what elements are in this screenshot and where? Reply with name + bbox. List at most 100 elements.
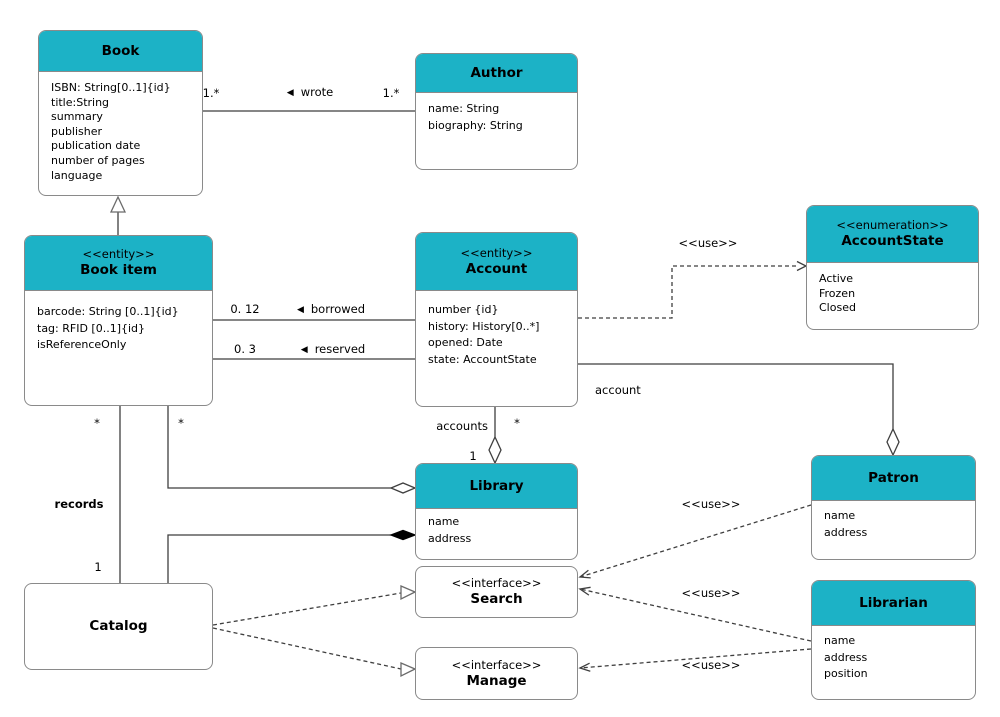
dependency-account-accountstate (578, 260, 808, 319)
multiplicity-records-one: 1 (94, 560, 102, 574)
association-label-wrote: ◀ wrote (268, 84, 352, 101)
multiplicity-accounts-one: 1 (469, 449, 477, 463)
class-book[interactable]: Book ISBN: String[0..1]{id} title:String… (38, 30, 203, 196)
attribute: address (824, 650, 868, 664)
attribute: name: String (428, 102, 500, 115)
attribute: language (51, 168, 103, 182)
class-book-item[interactable]: <<entity>> Book item barcode: String [0.… (24, 235, 213, 406)
class-catalog[interactable]: Catalog (24, 583, 213, 670)
interface-stereotype: <<interface>> (451, 576, 542, 590)
attribute: number of pages (51, 153, 145, 167)
attribute: position (824, 667, 868, 680)
attribute: title:String (51, 95, 110, 109)
multiplicity-accounts-star: * (514, 416, 520, 430)
attribute: number {id} (428, 303, 499, 316)
association-label-reserved: ◀ reserved (283, 341, 383, 358)
role-label-account: account (595, 383, 641, 397)
class-patron[interactable]: Patron name address (811, 455, 976, 560)
multiplicity-reserved: 0. 3 (234, 342, 256, 356)
attribute: history: History[0..*] (428, 319, 540, 333)
generalization-bookitem-book (109, 195, 127, 235)
attribute: ISBN: String[0..1]{id} (51, 81, 171, 94)
class-library-header: Library (416, 464, 577, 509)
enum-literal: Closed (819, 301, 856, 315)
label-text: reserved (314, 342, 366, 356)
class-title: Library (469, 477, 524, 494)
class-title: Patron (868, 469, 919, 486)
aggregation-account-library (488, 407, 502, 465)
enum-literal: Frozen (819, 286, 856, 300)
association-label-borrowed: ◀ borrowed (281, 301, 381, 318)
label-text: borrowed (310, 302, 366, 316)
dependency-patron-search (578, 504, 812, 579)
role-label-records: records (54, 497, 104, 511)
dependency-label-use-librarian-search: <<use>> (681, 586, 741, 600)
attribute: state: AccountState (428, 352, 537, 366)
attribute: publication date (51, 139, 141, 153)
attribute: name (824, 634, 856, 647)
class-library[interactable]: Library name address (415, 463, 578, 560)
interface-manage[interactable]: <<interface>> Manage (415, 647, 578, 700)
class-stereotype: <<entity>> (82, 247, 155, 261)
direction-triangle-icon: ◀ (296, 305, 304, 315)
dependency-label-use-accountstate: <<use>> (678, 236, 738, 250)
class-title: Author (470, 64, 523, 81)
label-text: wrote (300, 85, 334, 99)
attribute: biography: String (428, 118, 523, 132)
class-stereotype: <<entity>> (460, 245, 533, 260)
interface-title: Manage (466, 672, 527, 689)
realization-catalog-manage (212, 627, 417, 678)
class-book-item-header: <<entity>> Book item (25, 236, 212, 291)
role-label-accounts: accounts (436, 419, 488, 433)
direction-triangle-icon: ◀ (286, 88, 294, 98)
class-author[interactable]: Author name: String biography: String (415, 53, 578, 170)
attribute: address (824, 525, 868, 539)
interface-title: Search (470, 591, 523, 607)
dependency-librarian-search (578, 586, 812, 642)
class-account[interactable]: <<entity>> Account number {id} history: … (415, 232, 578, 407)
class-library-attributes: name address (416, 509, 577, 547)
class-title: Account (465, 260, 528, 277)
class-librarian-header: Librarian (812, 581, 975, 626)
class-book-attributes: ISBN: String[0..1]{id} title:String summ… (39, 72, 202, 183)
multiplicity-author-wrote: 1.* (382, 86, 400, 100)
class-account-attributes: number {id} history: History[0..*] opene… (416, 291, 577, 368)
class-title: Catalog (89, 618, 148, 634)
class-patron-header: Patron (812, 456, 975, 501)
multiplicity-bookitem-library-star: * (178, 416, 184, 430)
attribute: address (428, 531, 472, 545)
multiplicity-book-wrote: 1.* (202, 86, 220, 100)
multiplicity-records-star: * (94, 416, 100, 430)
interface-stereotype: <<interface>> (451, 657, 542, 672)
attribute: name (428, 515, 460, 528)
class-account-header: <<entity>> Account (416, 233, 577, 291)
class-account-state-header: <<enumeration>> AccountState (807, 206, 978, 263)
aggregation-bookitem-library (167, 406, 417, 494)
dependency-label-use-librarian-manage: <<use>> (681, 658, 741, 672)
attribute: isReferenceOnly (37, 338, 127, 351)
class-patron-attributes: name address (812, 501, 975, 541)
attribute: opened: Date (428, 336, 503, 349)
class-book-item-attributes: barcode: String [0..1]{id} tag: RFID [0.… (25, 291, 212, 354)
class-book-header: Book (39, 31, 202, 72)
class-title: Librarian (859, 594, 928, 611)
attribute: summary (51, 110, 103, 124)
class-account-state-literals: Active Frozen Closed (807, 263, 978, 316)
class-title: Book item (80, 262, 157, 278)
composition-catalog-library (167, 529, 417, 583)
dependency-label-use-patron-search: <<use>> (681, 497, 741, 511)
direction-triangle-icon: ◀ (300, 345, 308, 355)
class-librarian-attributes: name address position (812, 626, 975, 683)
attribute: tag: RFID [0..1]{id} (37, 321, 146, 335)
class-title: AccountState (841, 233, 944, 249)
interface-search[interactable]: <<interface>> Search (415, 566, 578, 618)
realization-catalog-search (212, 585, 417, 626)
class-author-header: Author (416, 54, 577, 93)
class-account-state[interactable]: <<enumeration>> AccountState Active Froz… (806, 205, 979, 330)
class-librarian[interactable]: Librarian name address position (811, 580, 976, 700)
multiplicity-borrowed: 0. 12 (230, 302, 260, 316)
attribute: barcode: String [0..1]{id} (37, 305, 179, 318)
attribute: name (824, 509, 856, 522)
